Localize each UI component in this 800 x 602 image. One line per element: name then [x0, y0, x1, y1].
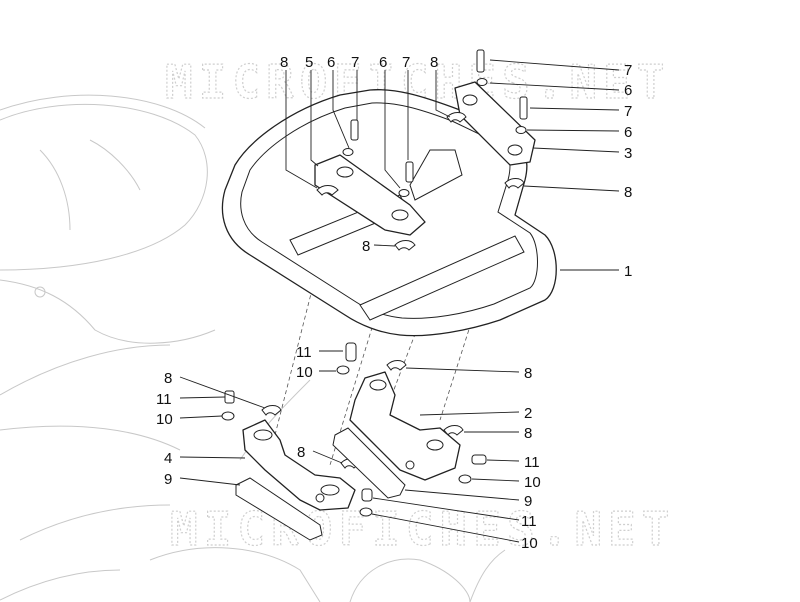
- callout-front-clip-left: 8: [280, 54, 288, 71]
- callout-washer-front-a: 6: [327, 54, 335, 71]
- callout-screw-rear-2: 7: [624, 103, 632, 120]
- callout-clip-right: 8: [624, 184, 632, 201]
- right-bracket: [242, 419, 356, 511]
- callout-gasket-left: 9: [164, 471, 172, 488]
- callout-washer-right: 10: [524, 474, 541, 491]
- left-bracket: [349, 371, 461, 481]
- callout-washer-bottom: 10: [521, 535, 538, 552]
- gaskets-9: [235, 427, 406, 541]
- callout-washer-center: 10: [296, 364, 313, 381]
- callout-clip-bottom: 8: [297, 444, 305, 461]
- callout-rear-cover: 3: [624, 145, 632, 162]
- callout-clip-left-bracket: 8: [524, 365, 532, 382]
- callout-washer-rear-2: 6: [624, 124, 632, 141]
- callout-bolt-right: 11: [524, 454, 540, 471]
- callout-labels: 8 5 6 7 6 7 8 7 6 7 6 3 8 1 8 11 10 8 8 …: [156, 54, 632, 552]
- rear-cover: [454, 81, 536, 166]
- callout-clip-left: 8: [164, 370, 172, 387]
- bolts-11: [224, 342, 487, 502]
- callout-front-cover: 5: [305, 54, 313, 71]
- callout-clip-center: 8: [362, 238, 370, 255]
- callout-gasket-right: 9: [524, 493, 532, 510]
- callout-right-bracket: 4: [164, 450, 172, 467]
- callout-screw-rear-1: 7: [624, 62, 632, 79]
- leader-lines: [179, 59, 620, 543]
- washers-10: [221, 365, 472, 517]
- callout-screw-front-a: 7: [351, 54, 359, 71]
- callout-rear-clip: 8: [430, 54, 438, 71]
- screws-7: [350, 49, 528, 183]
- callout-left-bracket: 2: [524, 405, 532, 422]
- callout-bolt-center: 11: [296, 344, 312, 361]
- washers-6: [342, 78, 527, 197]
- watermark-bottom: MICROFICHES.NET: [170, 502, 675, 556]
- callout-clip-bracket-right: 8: [524, 425, 532, 442]
- callout-washer-front-b: 6: [379, 54, 387, 71]
- callout-screw-front-b: 7: [402, 54, 410, 71]
- callout-bolt-left: 11: [156, 391, 172, 408]
- callout-bolt-bottom: 11: [521, 513, 537, 530]
- callout-washer-rear-1: 6: [624, 82, 632, 99]
- callout-washer-left: 10: [156, 411, 173, 428]
- scooter-ghost-outline: [0, 94, 506, 602]
- callout-rack: 1: [624, 263, 632, 280]
